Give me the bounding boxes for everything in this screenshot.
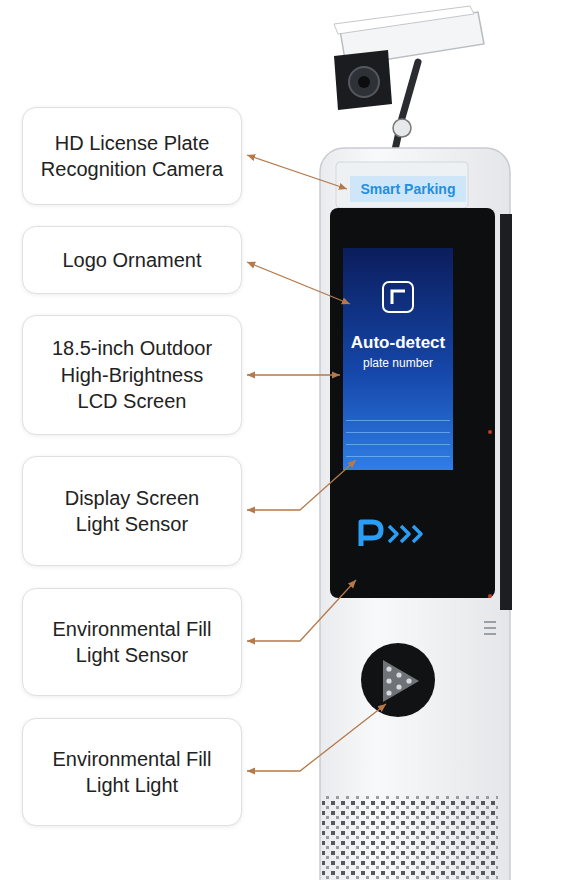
fill-light: [361, 643, 435, 717]
chevron: [401, 526, 409, 542]
chevron: [389, 526, 397, 542]
callout-box: Environmental Fill Light Light: [22, 718, 242, 826]
header-recess: [336, 162, 468, 208]
dot-pattern: [322, 796, 498, 880]
callout-label: Display Screen Light Sensor: [45, 485, 220, 538]
led: [396, 684, 401, 689]
side-panel: [500, 214, 512, 610]
callout-label: 18.5-inch Outdoor High-Brightness LCD Sc…: [42, 335, 222, 414]
leader-line: [247, 155, 347, 189]
leader-line: [247, 580, 356, 641]
callout-label: Environmental Fill Light Sensor: [52, 616, 212, 669]
chevron: [413, 526, 421, 542]
camera-lens: [349, 67, 379, 97]
slot: [484, 627, 496, 629]
slot: [484, 633, 496, 635]
grid-line: [346, 420, 450, 421]
mount-joint: [393, 119, 411, 137]
grid-line: [346, 432, 450, 433]
sun-shield: [334, 6, 474, 34]
leader-line: [247, 374, 340, 375]
lcd-screen: [343, 248, 453, 470]
leader-line: [247, 704, 386, 771]
grid-line: [346, 444, 450, 445]
callout-box: 18.5-inch Outdoor High-Brightness LCD Sc…: [22, 315, 242, 435]
leader-lines: [247, 155, 386, 771]
indicator-dot: [488, 430, 492, 434]
p-letter: [361, 522, 381, 546]
callout-box: Display Screen Light Sensor: [22, 456, 242, 566]
screen-text: plate number: [363, 356, 433, 370]
screen-icon-mark: [392, 291, 405, 304]
callout-box: HD License Plate Recognition Camera: [22, 107, 242, 205]
led: [386, 690, 391, 695]
kiosk-body: [320, 148, 510, 880]
led: [396, 672, 401, 677]
led: [386, 666, 391, 671]
callout-box: Logo Ornament: [22, 226, 242, 294]
indicator-dot: [488, 594, 492, 598]
lens-center: [358, 76, 370, 88]
leader-line: [247, 460, 356, 510]
header-strip: [350, 176, 466, 202]
callout-label: Environmental Fill Light Light: [52, 746, 212, 799]
callout-label: Logo Ornament: [63, 247, 202, 273]
camera-front: [334, 50, 392, 110]
parking-icon: [361, 522, 421, 546]
screen-text: Auto-detect: [351, 333, 445, 353]
grid-line: [346, 456, 450, 457]
screen-grid: [346, 420, 450, 457]
screen-text: Smart Parking: [361, 181, 456, 197]
screen-icon: [383, 282, 413, 312]
leader-line: [247, 262, 350, 304]
led: [406, 678, 411, 683]
callout-label: HD License Plate Recognition Camera: [32, 130, 232, 183]
fill-light-leds: [386, 666, 411, 695]
screen-panel: [330, 208, 495, 598]
led: [386, 678, 391, 683]
speaker-slots: [484, 622, 496, 634]
slot: [484, 621, 496, 623]
fill-light-triangle: [383, 660, 419, 702]
camera: [334, 6, 484, 150]
callout-box: Environmental Fill Light Sensor: [22, 588, 242, 696]
